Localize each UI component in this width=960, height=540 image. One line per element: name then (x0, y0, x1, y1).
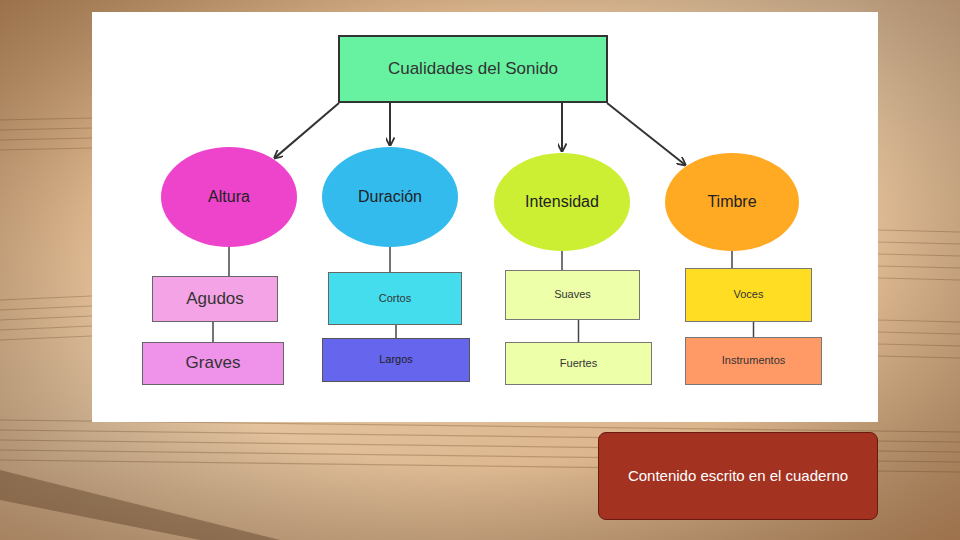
connector-line (389, 247, 391, 272)
example-box: Graves (142, 342, 284, 385)
quality-ellipse: Duración (322, 147, 458, 247)
example-box: Fuertes (505, 342, 652, 385)
connector-line (578, 320, 580, 342)
example-box: Largos (322, 338, 470, 382)
connector-line (753, 322, 755, 337)
connector-arrow (274, 103, 339, 158)
ellipse-fill (665, 153, 799, 251)
node-label: Largos (379, 353, 413, 366)
node-label: Cortos (379, 292, 411, 305)
quality-ellipse: Timbre (665, 153, 799, 251)
node-label: Suaves (554, 288, 591, 301)
node-label: Altura (208, 187, 250, 206)
ellipse-fill (161, 147, 297, 247)
ellipse-fill (494, 153, 630, 251)
node-label: Timbre (707, 192, 756, 211)
connector-arrow (389, 103, 391, 146)
connector-line (395, 325, 397, 338)
connector-line (561, 251, 563, 270)
node-label: Cualidades del Sonido (388, 59, 558, 79)
node-label: Duración (358, 187, 422, 206)
connector-line (228, 247, 230, 276)
example-box: Cortos (328, 272, 462, 325)
connector-arrow (561, 103, 563, 152)
example-box: Suaves (505, 270, 640, 320)
node-label: Intensidad (525, 192, 599, 211)
example-box: Instrumentos (685, 337, 822, 385)
node-label: Fuertes (560, 357, 597, 370)
connector-line (212, 322, 214, 342)
example-box: Agudos (152, 276, 278, 322)
node-label: Graves (186, 353, 241, 373)
title-box: Cualidades del Sonido (338, 35, 608, 103)
node-label: Instrumentos (722, 354, 786, 367)
example-box: Voces (685, 268, 812, 322)
note-box: Contenido escrito en el cuaderno (598, 432, 878, 520)
connector-arrow (607, 103, 685, 165)
quality-ellipse: Altura (161, 147, 297, 247)
node-label: Agudos (186, 289, 244, 309)
quality-ellipse: Intensidad (494, 153, 630, 251)
connector-line (731, 251, 733, 268)
ellipse-fill (322, 147, 458, 247)
node-label: Contenido escrito en el cuaderno (628, 467, 848, 485)
node-label: Voces (734, 288, 764, 301)
